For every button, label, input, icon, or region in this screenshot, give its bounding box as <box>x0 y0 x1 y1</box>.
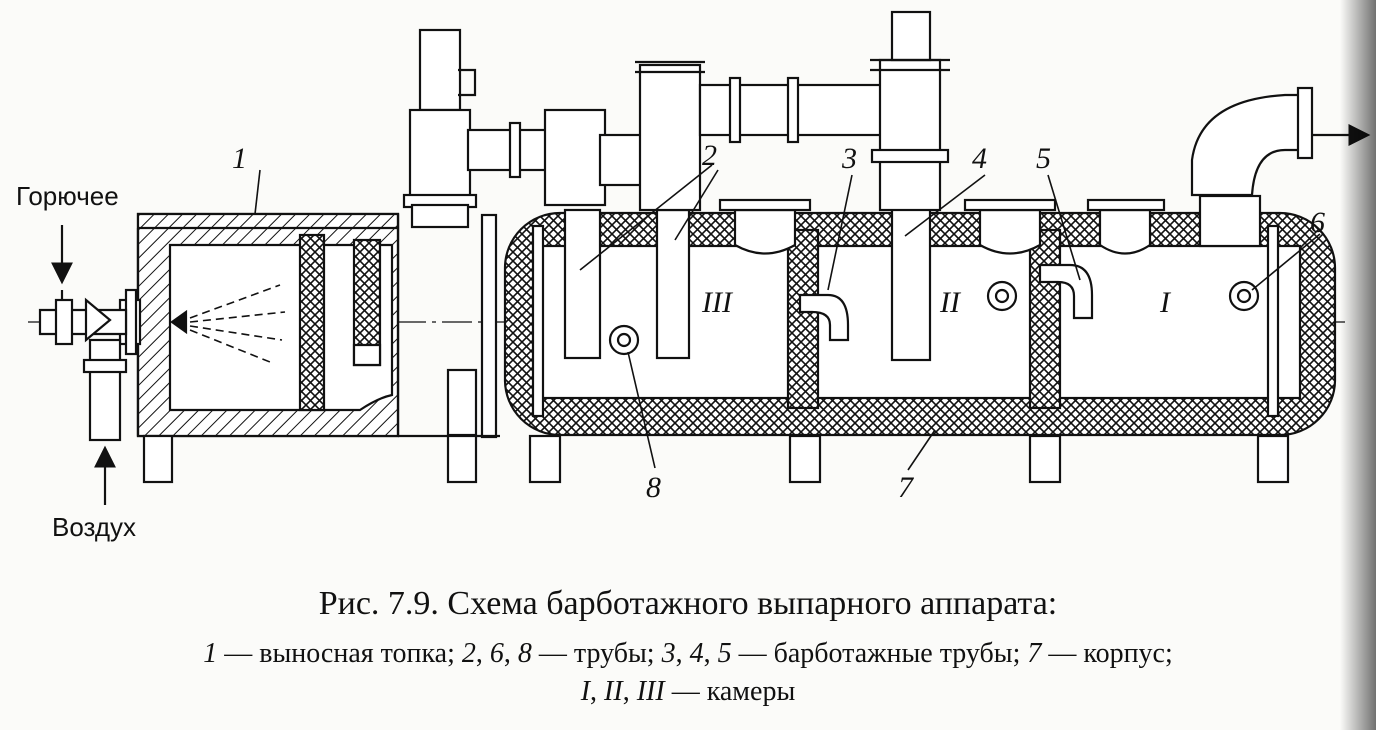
legend-separator: , <box>590 676 605 707</box>
air-label: Воздух <box>52 512 136 542</box>
legend-num-8: 8 <box>517 638 532 669</box>
remote-furnace <box>38 212 500 484</box>
legend-chamber-i: I <box>580 676 591 707</box>
label-2: 2 <box>702 139 717 172</box>
evaporator-diagram: Горючее Воздух 1 2 3 4 5 6 7 8 III II I <box>16 10 1371 542</box>
legend-line-1: 1 — выносная топка; 2, 6, 8 — трубы; 3, … <box>0 635 1376 673</box>
legend-separator: , <box>475 638 490 669</box>
chamber-label-iii: III <box>701 286 734 319</box>
legend-num-1: 1 <box>203 638 218 669</box>
chamber-label-ii: II <box>939 286 962 319</box>
legend-num-2: 2 <box>461 638 476 669</box>
label-8: 8 <box>646 471 661 504</box>
legend-separator: , <box>675 638 690 669</box>
label-7: 7 <box>898 471 915 504</box>
legend-text-body: — корпус; <box>1041 638 1173 669</box>
legend-chamber-ii: II <box>604 676 623 707</box>
legend-separator: , <box>703 638 718 669</box>
top-piping <box>402 10 950 229</box>
legend-num-5: 5 <box>717 638 732 669</box>
vessel-body <box>503 86 1337 484</box>
legend-separator: , <box>503 638 518 669</box>
fuel-label: Горючее <box>16 181 119 211</box>
legend-separator: , <box>622 676 637 707</box>
label-5: 5 <box>1036 142 1051 175</box>
leader-lines <box>254 164 1321 471</box>
legend-text-furnace: — выносная топка; <box>217 638 462 669</box>
legend-text-pipes: — трубы; <box>531 638 662 669</box>
label-4: 4 <box>972 142 987 175</box>
legend-text-chambers: — камеры <box>664 676 796 707</box>
legend-num-7: 7 <box>1027 638 1042 669</box>
legend-num-6: 6 <box>489 638 504 669</box>
legend-num-4: 4 <box>689 638 704 669</box>
label-6: 6 <box>1310 206 1325 239</box>
chamber-label-i: I <box>1159 286 1172 319</box>
legend-chamber-iii: III <box>636 676 665 707</box>
figure-caption-legend: 1 — выносная топка; 2, 6, 8 — трубы; 3, … <box>0 635 1376 711</box>
page-edge-shadow <box>1340 0 1376 730</box>
label-1: 1 <box>232 142 247 175</box>
legend-text-bubbling-pipes: — барботажные трубы; <box>731 638 1028 669</box>
legend-line-2: I, II, III — камеры <box>0 673 1376 711</box>
label-3: 3 <box>841 142 857 175</box>
legend-num-3: 3 <box>661 638 676 669</box>
figure-caption-title: Рис. 7.9. Схема барботажного выпарного а… <box>318 585 1058 622</box>
